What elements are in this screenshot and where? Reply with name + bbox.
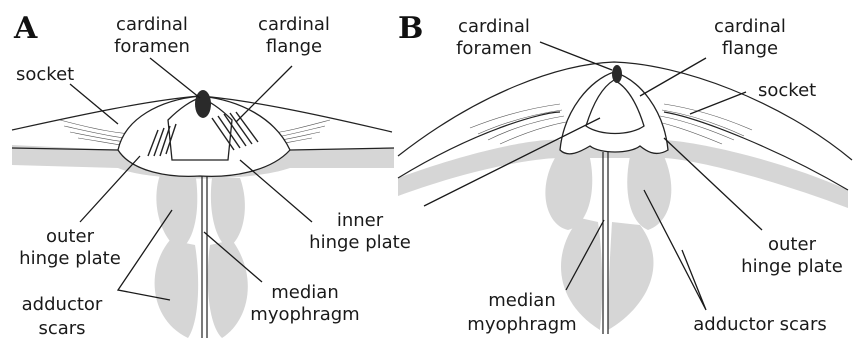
panel-a-median-myophragm <box>202 176 207 338</box>
panel-b-cardinal-foramen <box>612 65 622 83</box>
panel-a-label-adductor-scars-1: adductor <box>22 294 103 315</box>
panel-b-label-median-myophragm-2: myophragm <box>467 314 576 335</box>
panel-a-label-socket: socket <box>16 64 74 85</box>
panel-b-median-myophragm <box>603 152 608 334</box>
panel-b-label-adductor-scars: adductor scars <box>693 314 826 335</box>
panel-a-label-outer-hinge-plate-1: outer <box>46 226 95 247</box>
panel-a-leader-cardinal-foramen <box>150 58 200 98</box>
panel-b-socket-right <box>658 104 752 144</box>
panel-b-label-cardinal-flange-1: cardinal <box>714 16 786 37</box>
panel-b-label-socket: socket <box>758 80 816 101</box>
panel-a: A cardinal foramen cardinal flange socke… <box>12 11 411 339</box>
panel-a-leader-socket <box>70 84 118 124</box>
panel-b-label-cardinal-foramen-1: cardinal <box>458 16 530 37</box>
panel-a-adductor-scar-right-upper <box>211 178 245 248</box>
panel-a-label-inner-hinge-plate-1: inner <box>337 210 384 231</box>
panel-a-adductor-scar-right-lower <box>208 240 248 338</box>
panel-a-label-median-myophragm-1: median <box>271 282 338 303</box>
panel-a-label-inner-hinge-plate-2: hinge plate <box>309 232 411 253</box>
panel-a-label-median-myophragm-2: myophragm <box>250 304 359 325</box>
panel-a-adductor-scar-left-lower <box>155 240 199 338</box>
panel-b: B cardinal foramen cardinal flange socke… <box>398 11 852 335</box>
panel-a-adductor-scar-left-upper <box>156 175 197 250</box>
panel-b-label-cardinal-flange-2: flange <box>722 38 778 59</box>
panel-b-leader-adductor-scars <box>644 190 706 310</box>
panel-a-cardinal-foramen <box>195 90 211 118</box>
panel-b-leader-socket <box>690 92 746 114</box>
panel-a-label-cardinal-foramen-2: foramen <box>114 36 190 57</box>
panel-b-socket-left <box>470 104 566 144</box>
panel-b-label-cardinal-foramen-2: foramen <box>456 38 532 59</box>
panel-b-adductor-scar-right-lower <box>608 222 653 330</box>
panel-a-label-adductor-scars-2: scars <box>38 318 85 339</box>
panel-a-label-outer-hinge-plate-2: hinge plate <box>19 248 121 269</box>
panel-b-letter: B <box>398 11 423 46</box>
panel-b-label-outer-hinge-plate-1: outer <box>768 234 817 255</box>
panel-a-letter: A <box>13 11 38 46</box>
panel-a-leader-cardinal-flange <box>236 66 292 122</box>
panel-a-label-cardinal-flange-2: flange <box>266 36 322 57</box>
panel-b-label-median-myophragm-1: median <box>488 290 555 311</box>
panel-b-leader-cardinal-foramen <box>540 42 612 70</box>
panel-b-adductor-scar-right-upper <box>627 148 671 230</box>
panel-b-label-outer-hinge-plate-2: hinge plate <box>741 256 843 277</box>
panel-a-label-cardinal-flange-1: cardinal <box>258 14 330 35</box>
panel-b-adductor-scar-left-upper <box>545 150 592 230</box>
panel-a-label-cardinal-foramen-1: cardinal <box>116 14 188 35</box>
